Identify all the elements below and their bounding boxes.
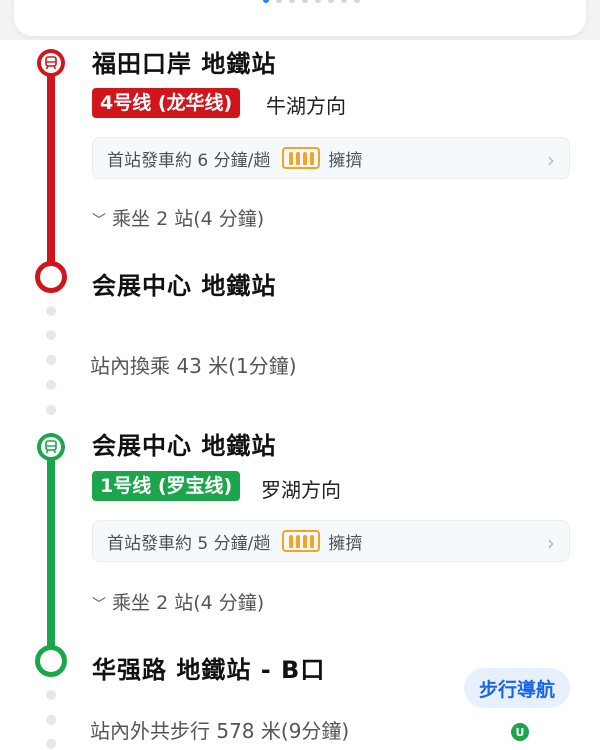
walk-dot xyxy=(46,405,56,415)
line-badge[interactable]: 4号线 (龙华线) xyxy=(92,88,241,118)
walk-distance-text: 站內外共步行 578 米(9分鐘) xyxy=(90,719,350,743)
route-detail-sheet: 福田口岸 地鐵站 4号线 (龙华线) 牛湖方向 首站發車約 6 分鐘/趟 擁擠 … xyxy=(0,40,600,750)
crowd-status: 擁擠 xyxy=(328,533,363,554)
walk-navigation-button[interactable]: 步行導航 xyxy=(464,668,570,708)
station-to-name[interactable]: 会展中心 地鐵站 xyxy=(92,272,277,300)
chevron-right-icon: › xyxy=(547,531,555,555)
pager-dot[interactable] xyxy=(315,0,321,3)
direction-label: 牛湖方向 xyxy=(266,94,346,118)
direction-label: 罗湖方向 xyxy=(261,478,341,502)
pager-dot[interactable] xyxy=(276,0,282,3)
crowd-people-icon xyxy=(282,147,321,169)
station-from-name[interactable]: 会展中心 地鐵站 xyxy=(92,432,277,460)
pager-dot-active[interactable] xyxy=(263,0,269,3)
ride-summary-toggle[interactable]: ﹀ 乘坐 2 站(4 分鐘) xyxy=(92,588,264,615)
line-badge[interactable]: 1号线 (罗宝线) xyxy=(92,471,241,501)
walk-dot xyxy=(46,380,56,390)
chevron-down-icon: ﹀ xyxy=(92,597,106,613)
station-to-name[interactable]: 华强路 地鐵站 - B口 xyxy=(92,656,326,684)
walk-dot xyxy=(46,355,56,365)
departure-info-row[interactable]: 首站發車約 5 分鐘/趟 擁擠 › xyxy=(92,520,570,562)
walk-dot xyxy=(46,715,56,725)
metro-train-icon xyxy=(37,49,65,77)
carousel-card[interactable] xyxy=(14,0,586,36)
ride-summary-text: 乘坐 2 站(4 分鐘) xyxy=(112,592,265,614)
metro-train-icon xyxy=(37,433,65,461)
ride-summary-toggle[interactable]: ﹀ 乘坐 2 站(4 分鐘) xyxy=(92,204,264,231)
station-end-marker xyxy=(35,261,67,293)
walk-dot xyxy=(46,330,56,340)
pager-dots xyxy=(263,0,360,3)
crowd-status: 擁擠 xyxy=(328,150,363,171)
chevron-down-icon: ﹀ xyxy=(92,213,106,229)
app-shortcut-icon[interactable]: U xyxy=(511,723,529,741)
departure-info-text: 首站發車約 6 分鐘/趟 xyxy=(107,150,271,171)
station-from-name[interactable]: 福田口岸 地鐵站 xyxy=(92,50,277,78)
walk-dot xyxy=(46,690,56,700)
station-end-marker xyxy=(35,645,67,677)
crowd-people-icon xyxy=(282,530,321,552)
chevron-right-icon: › xyxy=(547,148,555,172)
ride-summary-text: 乘坐 2 站(4 分鐘) xyxy=(112,208,265,230)
pager-dot[interactable] xyxy=(328,0,334,3)
line-1-track xyxy=(47,442,55,664)
pager-dot[interactable] xyxy=(354,0,360,3)
line-4-track xyxy=(47,60,55,282)
departure-info-text: 首站發車約 5 分鐘/趟 xyxy=(107,533,271,554)
pager-dot[interactable] xyxy=(341,0,347,3)
pager-dot[interactable] xyxy=(289,0,295,3)
transfer-text: 站內換乘 43 米(1分鐘) xyxy=(90,354,297,378)
walk-dot xyxy=(46,739,56,749)
departure-info-row[interactable]: 首站發車約 6 分鐘/趟 擁擠 › xyxy=(92,137,570,179)
walk-dot xyxy=(46,306,56,316)
pager-dot[interactable] xyxy=(302,0,308,3)
